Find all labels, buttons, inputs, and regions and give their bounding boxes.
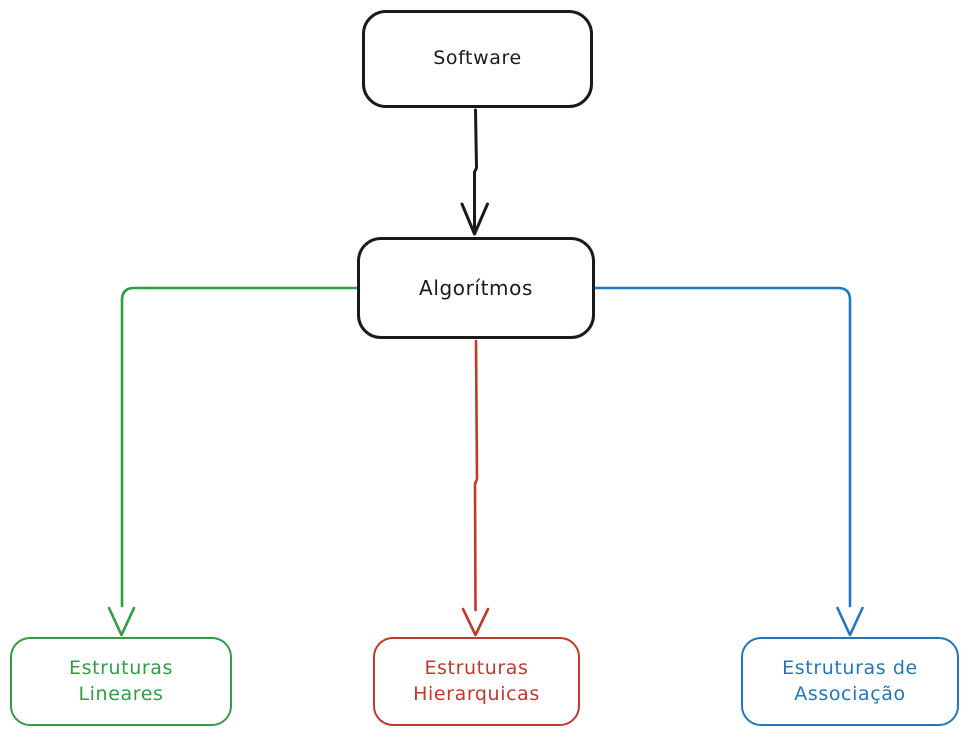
node-estruturas-lineares[interactable]: Estruturas Lineares xyxy=(10,637,232,726)
edge-algoritmos-to-hierarquicas xyxy=(461,339,490,637)
node-algoritmos-label: Algorítmos xyxy=(419,275,533,300)
edge-software-to-algoritmos xyxy=(460,108,489,236)
node-algoritmos[interactable]: Algorítmos xyxy=(357,237,595,339)
edge-algoritmos-to-lineares xyxy=(107,286,359,637)
node-estruturas-hierarquicas[interactable]: Estruturas Hierarquicas xyxy=(373,637,580,726)
node-software[interactable]: Software xyxy=(362,10,593,108)
node-software-label: Software xyxy=(433,47,522,70)
node-estruturas-hierarquicas-label: Estruturas Hierarquicas xyxy=(413,656,540,705)
edge-algoritmos-to-associacao xyxy=(593,286,864,637)
node-estruturas-associacao[interactable]: Estruturas de Associação xyxy=(741,637,959,726)
node-estruturas-associacao-label: Estruturas de Associação xyxy=(782,656,918,705)
node-estruturas-lineares-label: Estruturas Lineares xyxy=(68,656,174,705)
